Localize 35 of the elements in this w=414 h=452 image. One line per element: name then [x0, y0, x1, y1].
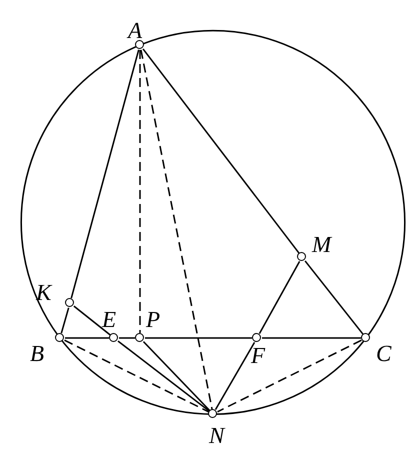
- dashed-segment: [64, 340, 209, 412]
- line-segment: [262, 337, 361, 339]
- point-marker: [135, 40, 144, 49]
- point-marker: [65, 298, 74, 307]
- line-segment: [118, 340, 210, 412]
- dashed-segment: [139, 50, 141, 333]
- line-segment: [65, 337, 109, 339]
- line-segment: [258, 261, 300, 334]
- point-marker: [109, 333, 118, 342]
- point-label: A: [128, 19, 142, 42]
- point-label: E: [102, 308, 116, 331]
- line-segment: [70, 50, 140, 298]
- dashed-segment: [217, 340, 362, 412]
- point-label: B: [30, 342, 44, 365]
- line-segment: [119, 337, 135, 339]
- line-segment: [214, 342, 256, 410]
- point-marker: [297, 252, 306, 261]
- line-segment: [60, 308, 70, 334]
- point-label: C: [376, 342, 392, 365]
- point-label: K: [36, 281, 52, 304]
- point-label: P: [146, 308, 160, 331]
- point-label: N: [209, 424, 224, 447]
- point-marker: [135, 333, 144, 342]
- point-label: F: [251, 344, 266, 367]
- line-segment: [73, 306, 111, 336]
- point-marker: [361, 333, 370, 342]
- point-label: M: [312, 233, 332, 256]
- line-segment: [142, 341, 210, 411]
- line-segment: [145, 337, 252, 339]
- line-segment: [304, 260, 364, 335]
- dashed-segment: [140, 50, 213, 410]
- point-marker: [208, 409, 217, 418]
- point-marker: [252, 333, 261, 342]
- point-marker: [55, 333, 64, 342]
- line-segment: [142, 48, 300, 254]
